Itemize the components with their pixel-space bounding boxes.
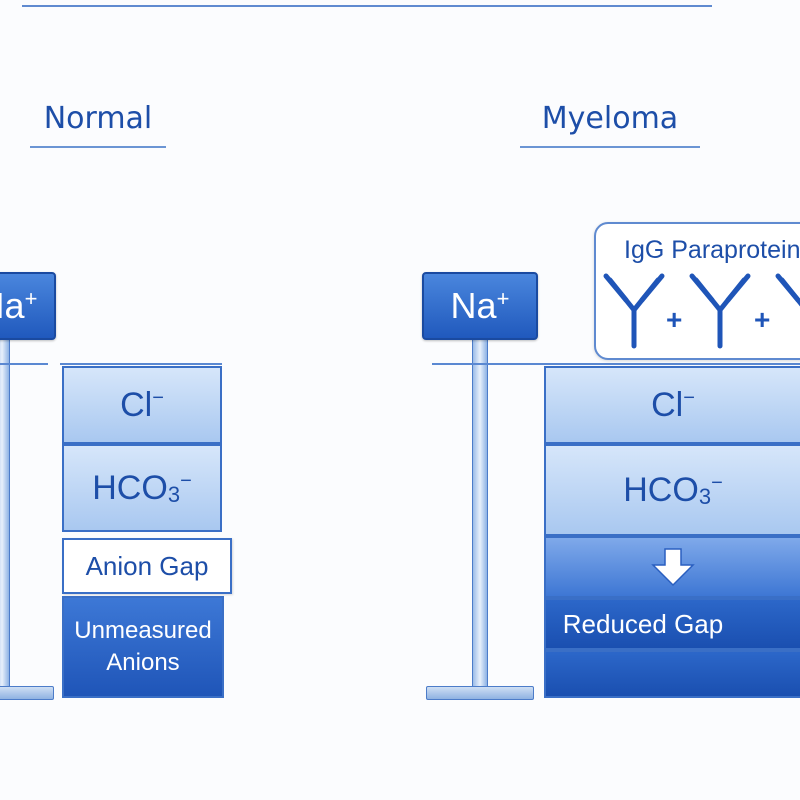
normal-bicarbonate-sub: 3 [167,482,181,507]
normal-unmeasured-line2: Anions [106,649,180,676]
plus-sign-2: + [754,304,771,335]
myeloma-chloride-charge: − [683,386,695,409]
normal-chloride-symbol: Cl [120,385,153,424]
antibody-icon [603,273,665,349]
myeloma-bicarbonate-charge: − [711,471,723,494]
normal-anion-gap-segment: Anion Gap [62,538,232,594]
myeloma-bicarbonate-sub: 3 [698,484,712,509]
normal-na-level-line [0,363,48,365]
normal-na-pole-base [0,686,54,700]
normal-anion-gap-label: Anion Gap [85,550,209,581]
myeloma-na-charge: + [496,286,510,311]
myeloma-title-underline [520,146,700,148]
myeloma-na-pole-base [426,686,534,700]
normal-unmeasured-anions-segment: Unmeasured Anions [62,596,224,698]
down-arrow-icon [651,548,695,587]
normal-chloride-segment: Cl− [62,366,222,444]
normal-na-symbol: Na [0,285,25,326]
normal-chloride-charge: − [152,386,164,409]
igg-paraprotein-box: IgG Paraprotein + + [594,222,800,360]
myeloma-bicarbonate-symbol: HCO [623,470,699,509]
antibody-icon [689,273,751,349]
myeloma-reduced-gap-label: Reduced Gap [562,608,724,639]
plus-sign-1: + [666,304,683,335]
normal-na-charge: + [24,286,38,311]
myeloma-gap-arrow-segment [544,536,800,598]
antibody-icon [775,273,800,307]
normal-bicarbonate-charge: − [180,469,192,492]
myeloma-level-line [432,363,800,365]
myeloma-na-label: Na+ [422,272,538,340]
antibody-icons [603,273,800,349]
normal-na-pole [0,336,10,694]
myeloma-title: Myeloma [541,101,679,136]
normal-na-label: Na+ [0,272,56,340]
igg-paraprotein-label: IgG Paraprotein [624,236,800,264]
myeloma-reduced-gap-segment: Reduced Gap [544,598,800,650]
top-divider [22,5,712,7]
normal-unmeasured-line1: Unmeasured [74,617,212,644]
normal-bicarbonate-symbol: HCO [92,468,168,507]
myeloma-na-symbol: Na [450,285,497,326]
normal-anion-level-line [60,363,222,365]
myeloma-na-pole [472,336,488,694]
myeloma-bottom-segment [544,650,800,698]
normal-title: Normal [43,101,153,136]
myeloma-chloride-segment: Cl− [544,366,800,444]
normal-title-underline [30,146,166,148]
myeloma-chloride-symbol: Cl [651,385,684,424]
